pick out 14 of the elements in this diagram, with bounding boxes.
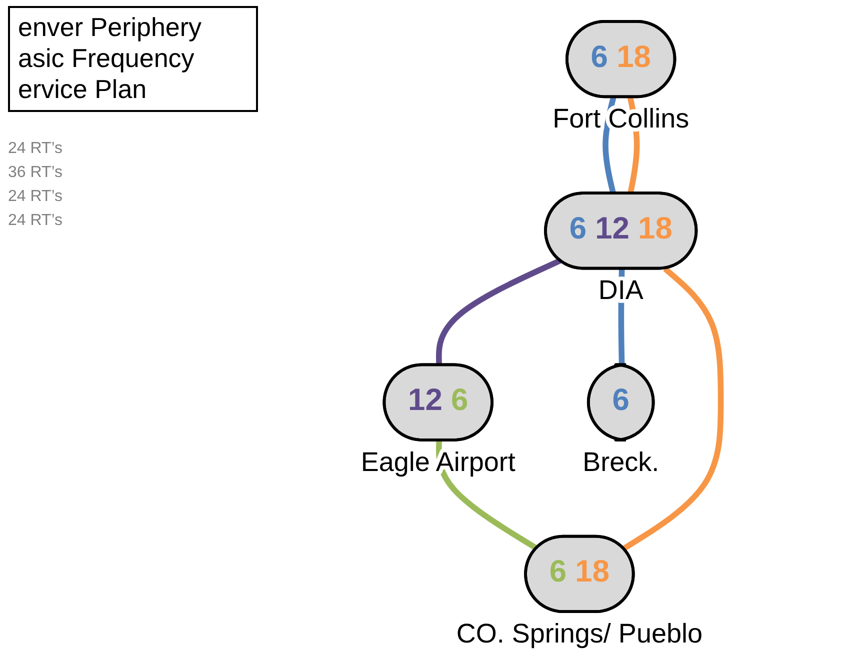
station-name: Breck. <box>582 446 660 477</box>
station-ellipse: 6 18 <box>566 20 676 98</box>
station-ellipse: 6 18 <box>524 534 635 614</box>
trip-count-label: 24 RT’s <box>8 188 64 206</box>
station-ellipse: 6 12 18 <box>544 192 698 270</box>
trip-count-label: 24 RT’s <box>8 140 64 158</box>
trip-count-label: 36 RT’s <box>8 164 64 182</box>
trip-count-label: 24 RT’s <box>8 212 64 230</box>
station-ellipse: 12 6 <box>382 363 494 442</box>
station-ellipse: 6 <box>586 363 655 442</box>
connector <box>622 266 724 552</box>
station-name: CO. Springs/ Pueblo <box>456 618 702 648</box>
connector <box>436 258 562 366</box>
title: enver Periphery asic Frequency ervice Plan <box>8 6 258 112</box>
